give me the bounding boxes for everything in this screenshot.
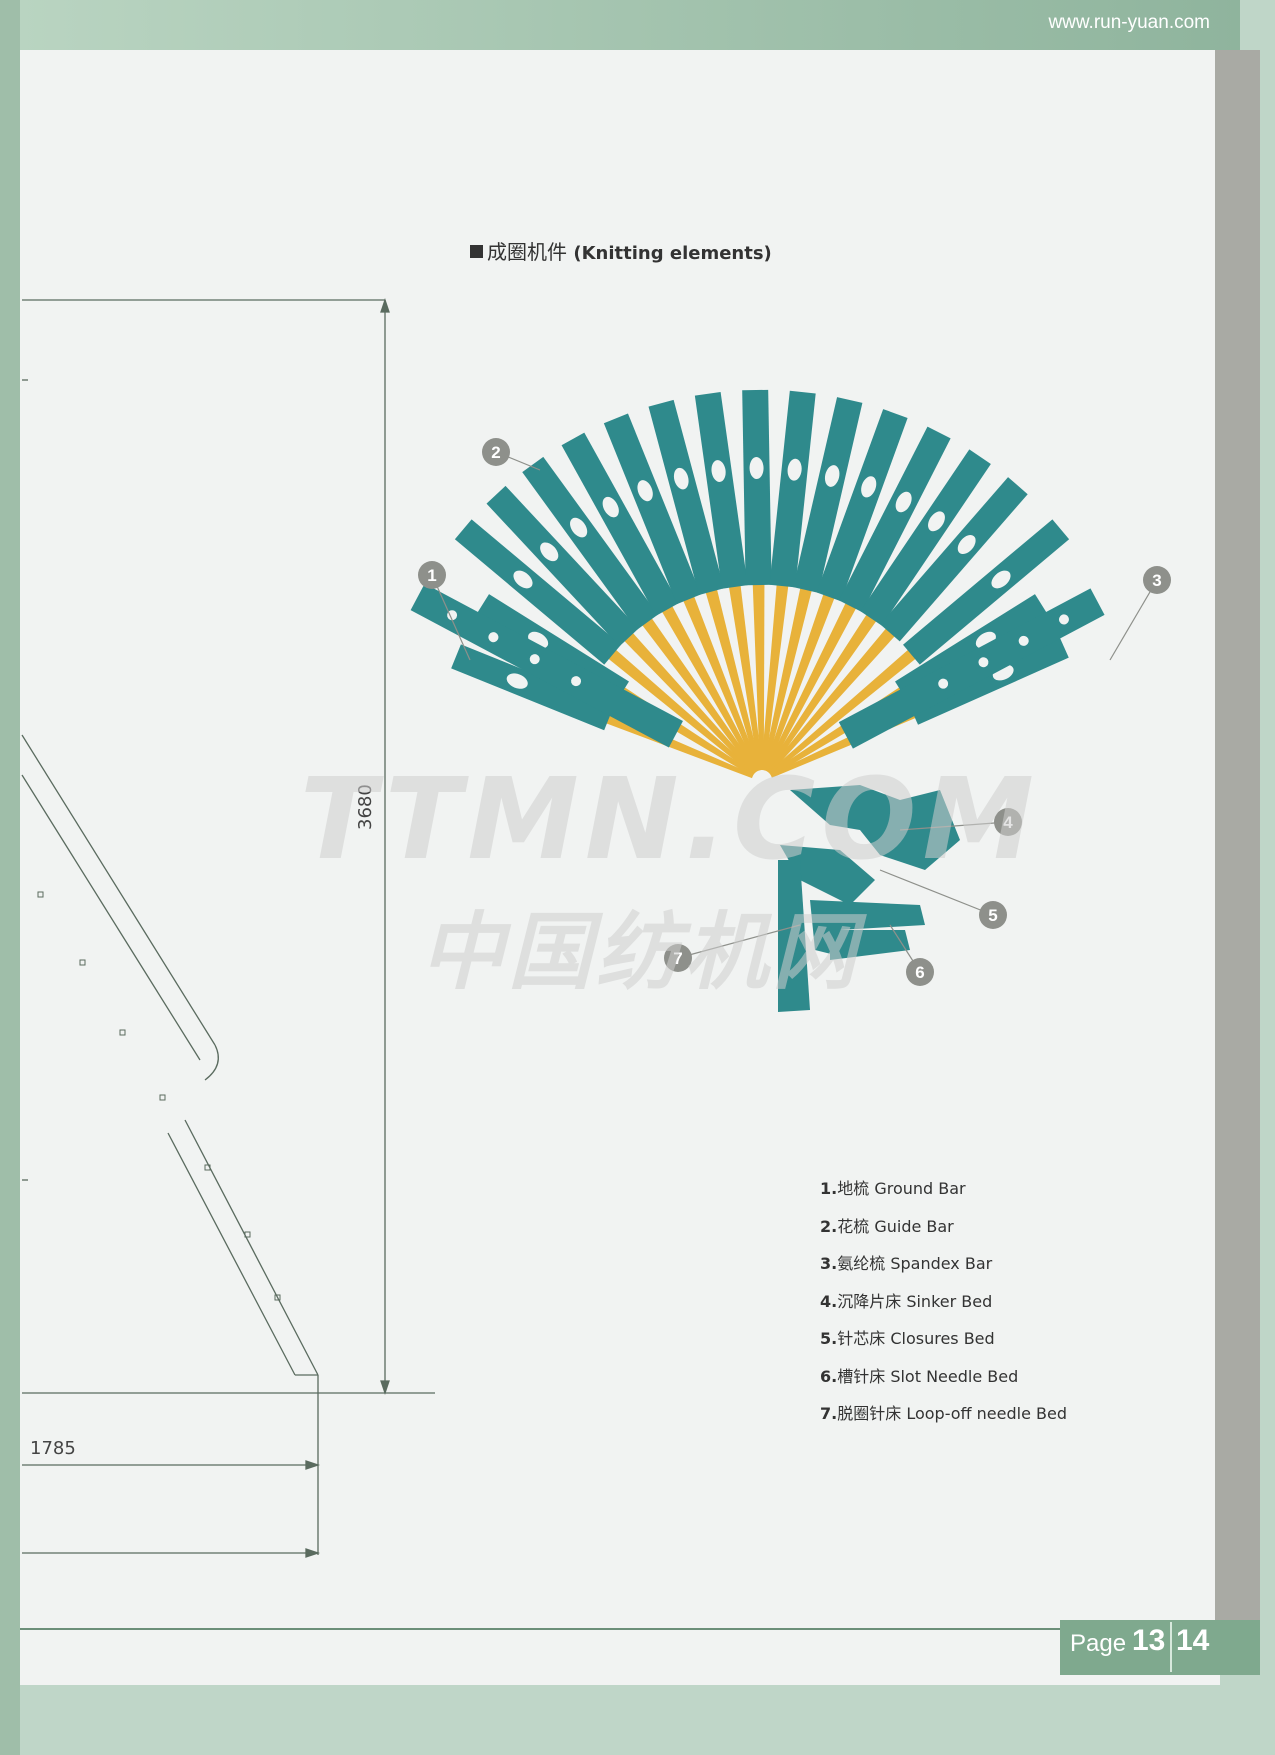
left-page-edge bbox=[0, 0, 20, 1755]
page-separator bbox=[1170, 1622, 1172, 1672]
bar-element bbox=[838, 588, 1105, 749]
page-label: Page bbox=[1070, 1630, 1127, 1657]
knitting-element bbox=[561, 432, 759, 773]
callout-circle bbox=[906, 958, 934, 986]
knitting-element bbox=[763, 409, 908, 772]
callout-number: 7 bbox=[673, 949, 682, 968]
knitting-element bbox=[767, 477, 1028, 774]
callout-circle bbox=[664, 944, 692, 972]
knitting-element bbox=[603, 413, 761, 772]
page-number-tab: Page 13 14 bbox=[1060, 1620, 1260, 1675]
legend-item-5: 5.针芯床 Closures Bed bbox=[820, 1329, 995, 1348]
watermark-en: TTMN.COM bbox=[300, 755, 1040, 885]
page-number-right[interactable]: 14 bbox=[1176, 1624, 1210, 1657]
page-background bbox=[20, 40, 1220, 1685]
callout-number: 6 bbox=[915, 963, 924, 982]
bar-element bbox=[410, 583, 683, 748]
callout-circle bbox=[418, 561, 446, 589]
callout-number: 3 bbox=[1152, 571, 1161, 590]
knitting-element bbox=[648, 399, 762, 771]
watermark-zh: 中国纺机网 bbox=[420, 903, 861, 1001]
legend-item-3: 3.氨纶梳 Spandex Bar bbox=[820, 1254, 993, 1273]
dimension-horizontal: 1785 bbox=[30, 1438, 76, 1459]
callout-number: 4 bbox=[1003, 813, 1013, 832]
callout-number: 1 bbox=[427, 566, 436, 585]
knitting-element bbox=[522, 456, 758, 774]
callout-number: 5 bbox=[988, 906, 997, 925]
knitting-element bbox=[761, 390, 816, 771]
knitting-element bbox=[765, 449, 991, 773]
legend-item-6: 6.槽针床 Slot Needle Bed bbox=[820, 1366, 1019, 1386]
callout-leader bbox=[677, 924, 801, 959]
section-title-zh: 成圈机件 bbox=[487, 240, 567, 264]
callout-circle bbox=[482, 438, 510, 466]
knitting-element bbox=[486, 485, 757, 775]
callout-circle bbox=[994, 808, 1022, 836]
knitting-element bbox=[454, 519, 756, 776]
title-square-icon bbox=[470, 245, 483, 258]
section-title: 成圈机件 (Knitting elements) bbox=[470, 236, 772, 265]
page-number-left[interactable]: 13 bbox=[1132, 1624, 1166, 1657]
right-page-edge bbox=[1215, 50, 1260, 1620]
callout-leader bbox=[879, 869, 994, 916]
needle-beds-assembly bbox=[778, 785, 960, 1012]
parts-legend: 1.地梳 Ground Bar 2.花梳 Guide Bar 3.氨纶梳 Spa… bbox=[820, 1178, 1067, 1441]
legend-item-1: 1.地梳 Ground Bar bbox=[820, 1179, 966, 1198]
ladder-rungs bbox=[37, 891, 281, 1301]
legend-item-2: 2.花梳 Guide Bar bbox=[820, 1216, 954, 1236]
knitting-element bbox=[764, 426, 951, 772]
machine-outline-drawing bbox=[21, 297, 435, 1558]
legend-item-4: 4.沉降片床 Sinker Bed bbox=[820, 1291, 993, 1311]
section-title-en: (Knitting elements) bbox=[573, 243, 772, 264]
knitting-element bbox=[762, 397, 863, 771]
callout-leader bbox=[899, 821, 1009, 831]
legend-item-7: 7.脱圈针床 Loop-off needle Bed bbox=[820, 1404, 1067, 1423]
knitting-element bbox=[742, 389, 772, 771]
header-band: www.run-yuan.com bbox=[20, 0, 1240, 50]
knitting-element bbox=[768, 519, 1070, 776]
callout-markers: 1 2 3 4 5 6 7 bbox=[418, 438, 1171, 986]
callout-circle bbox=[979, 901, 1007, 929]
website-url[interactable]: www.run-yuan.com bbox=[1048, 12, 1210, 33]
callout-leader bbox=[431, 574, 471, 661]
callout-leader bbox=[1109, 579, 1158, 661]
footer-rule bbox=[20, 1628, 1060, 1630]
knitting-element bbox=[694, 391, 763, 771]
callout-circle bbox=[1143, 566, 1171, 594]
callout-number: 2 bbox=[491, 443, 500, 462]
knitting-elements-fan bbox=[410, 389, 1105, 779]
